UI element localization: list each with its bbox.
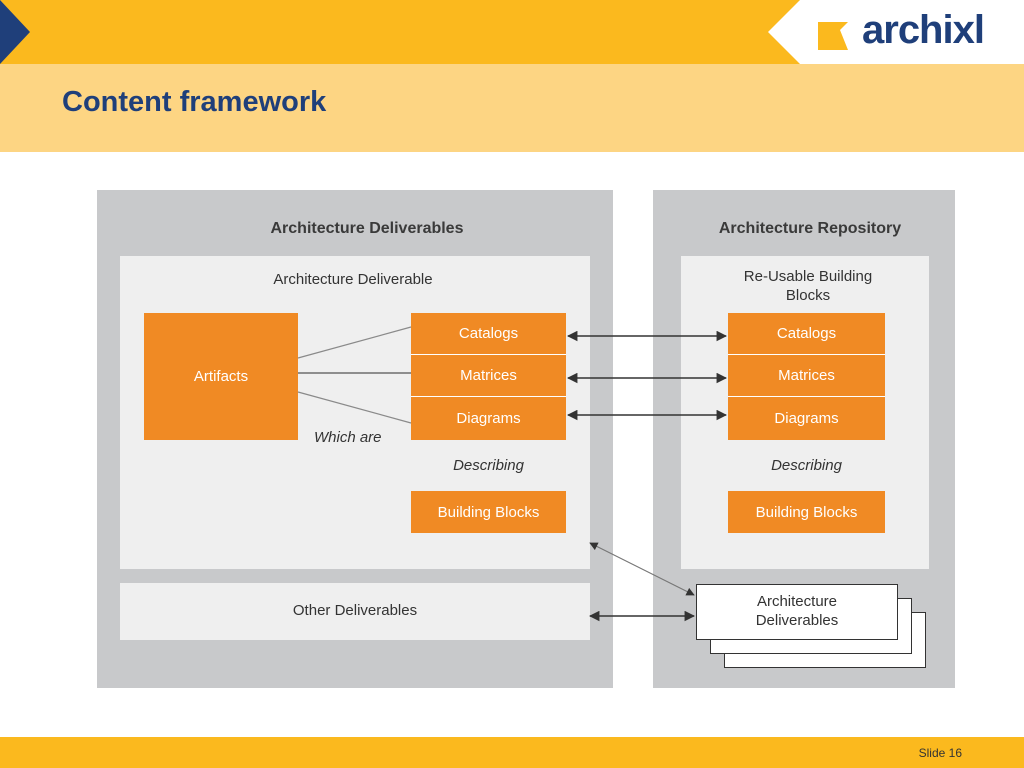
which-are-label: Which are: [314, 429, 382, 446]
logo-panel: [768, 0, 1024, 64]
logo-text: archixl: [862, 8, 985, 52]
artifacts-box: Artifacts: [144, 313, 298, 440]
reusable-building-blocks-label: Re-Usable Building Blocks: [743, 268, 873, 304]
catalogs-box-right: Catalogs: [728, 313, 885, 355]
title-bar: [0, 64, 1024, 152]
slide-number: Slide 16: [918, 746, 962, 760]
page-title: Content framework: [62, 86, 327, 118]
catalogs-box-left: Catalogs: [411, 313, 566, 355]
describing-label-left: Describing: [453, 457, 524, 474]
other-deliverables-label: Other Deliverables: [292, 602, 418, 620]
matrices-box-left: Matrices: [411, 355, 566, 397]
nav-triangle-icon: [0, 0, 30, 64]
architecture-deliverables-stack-label: Architecture Deliverables: [755, 593, 839, 629]
architecture-repository-heading: Architecture Repository: [718, 220, 902, 237]
describing-label-right: Describing: [771, 457, 842, 474]
logo-mark-icon: [818, 22, 848, 50]
other-deliverables-box: Other Deliverables: [120, 583, 590, 640]
building-blocks-box-right: Building Blocks: [728, 491, 885, 533]
architecture-deliverables-heading: Architecture Deliverables: [270, 220, 464, 237]
building-blocks-box-left: Building Blocks: [411, 491, 566, 533]
footer-bar: [0, 737, 1024, 768]
diagrams-box-right: Diagrams: [728, 397, 885, 440]
diagrams-box-left: Diagrams: [411, 397, 566, 440]
matrices-box-right: Matrices: [728, 355, 885, 397]
deliverable-card-front: Architecture Deliverables: [696, 584, 898, 640]
architecture-deliverable-label: Architecture Deliverable: [273, 271, 433, 288]
